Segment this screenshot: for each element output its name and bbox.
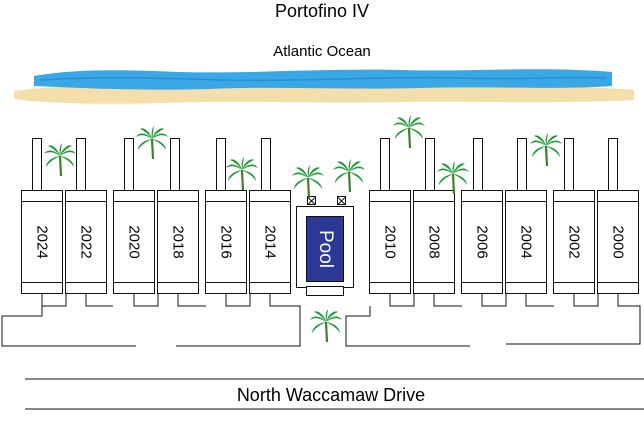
walkway-line [525, 294, 554, 307]
unit-building[interactable]: 2016 [205, 190, 247, 294]
chimney [380, 138, 390, 191]
pool-step [306, 286, 344, 296]
shower-icon [307, 196, 316, 205]
unit-building[interactable]: 2014 [249, 190, 291, 294]
palm-tree-icon [308, 307, 344, 344]
palm-tree-icon [528, 131, 564, 168]
walkway-line [345, 306, 470, 347]
walkway-line [506, 294, 641, 345]
ocean-wave [39, 76, 607, 82]
unit-building[interactable]: 2010 [369, 190, 411, 294]
walkway-line [225, 294, 251, 307]
pool[interactable]: Pool [306, 216, 344, 282]
walkway-line [433, 294, 462, 307]
shower-icon [337, 196, 346, 205]
chimney [473, 138, 483, 191]
beach-sand [14, 85, 634, 104]
unit-building[interactable]: 2024 [21, 190, 63, 294]
palm-tree-icon [435, 159, 471, 196]
chimney [608, 138, 618, 191]
map-title: Portofino IV [274, 1, 370, 21]
chimney [216, 138, 226, 191]
palm-tree-icon [290, 163, 326, 200]
chimney [517, 138, 527, 191]
unit-building[interactable]: 2000 [597, 190, 639, 294]
walkway-line [389, 294, 415, 307]
unit-building[interactable]: 2004 [505, 190, 547, 294]
chimney [425, 138, 435, 191]
walkway-line [573, 294, 599, 307]
palm-tree-icon [134, 124, 170, 161]
walkway-line [176, 294, 301, 347]
palm-tree-icon [224, 155, 260, 192]
walkway-line [41, 294, 67, 307]
chimney [76, 138, 86, 191]
unit-building[interactable]: 2002 [553, 190, 595, 294]
chimney [170, 138, 180, 191]
ocean-label: Atlantic Ocean [273, 43, 371, 60]
walkway-line [133, 294, 159, 307]
chimney [564, 138, 574, 191]
chimney [261, 138, 271, 191]
walkway-line [85, 294, 113, 307]
palm-tree-icon [331, 157, 367, 194]
walkway-line [1, 306, 136, 347]
walkway-line [481, 294, 507, 307]
road-label: North Waccamaw Drive [236, 385, 426, 405]
unit-building[interactable]: 2018 [157, 190, 199, 294]
palm-tree-icon [42, 141, 78, 178]
unit-building[interactable]: 2006 [461, 190, 503, 294]
chimney [124, 138, 134, 191]
palm-tree-icon [391, 113, 427, 150]
unit-building[interactable]: 2020 [113, 190, 155, 294]
unit-building[interactable]: 2008 [413, 190, 455, 294]
chimney [32, 138, 42, 191]
unit-building[interactable]: 2022 [65, 190, 107, 294]
walkway-line [177, 294, 206, 307]
